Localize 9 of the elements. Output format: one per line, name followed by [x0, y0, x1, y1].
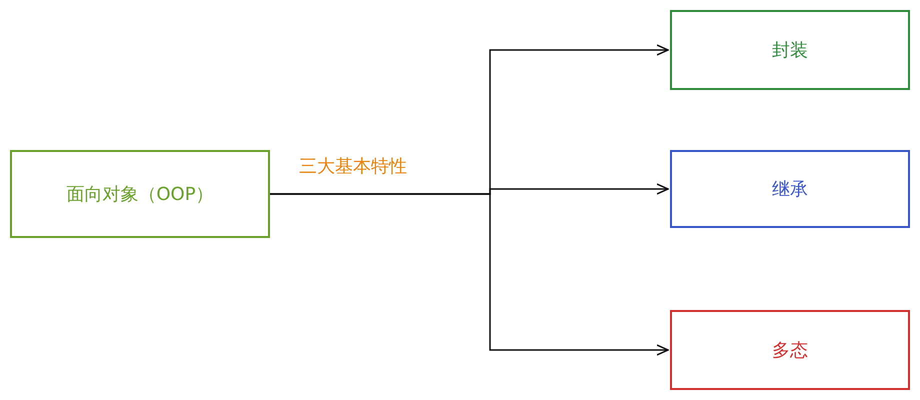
box-label: 多态	[772, 339, 808, 362]
process-box	[670, 10, 910, 90]
process-box	[670, 150, 910, 228]
arrow	[270, 193, 669, 356]
box-label: 面向对象（OOP）	[66, 183, 214, 206]
process-box	[670, 310, 910, 390]
box-label: 继承	[772, 178, 808, 201]
box-label: 封装	[772, 39, 808, 62]
process-box	[10, 150, 270, 238]
